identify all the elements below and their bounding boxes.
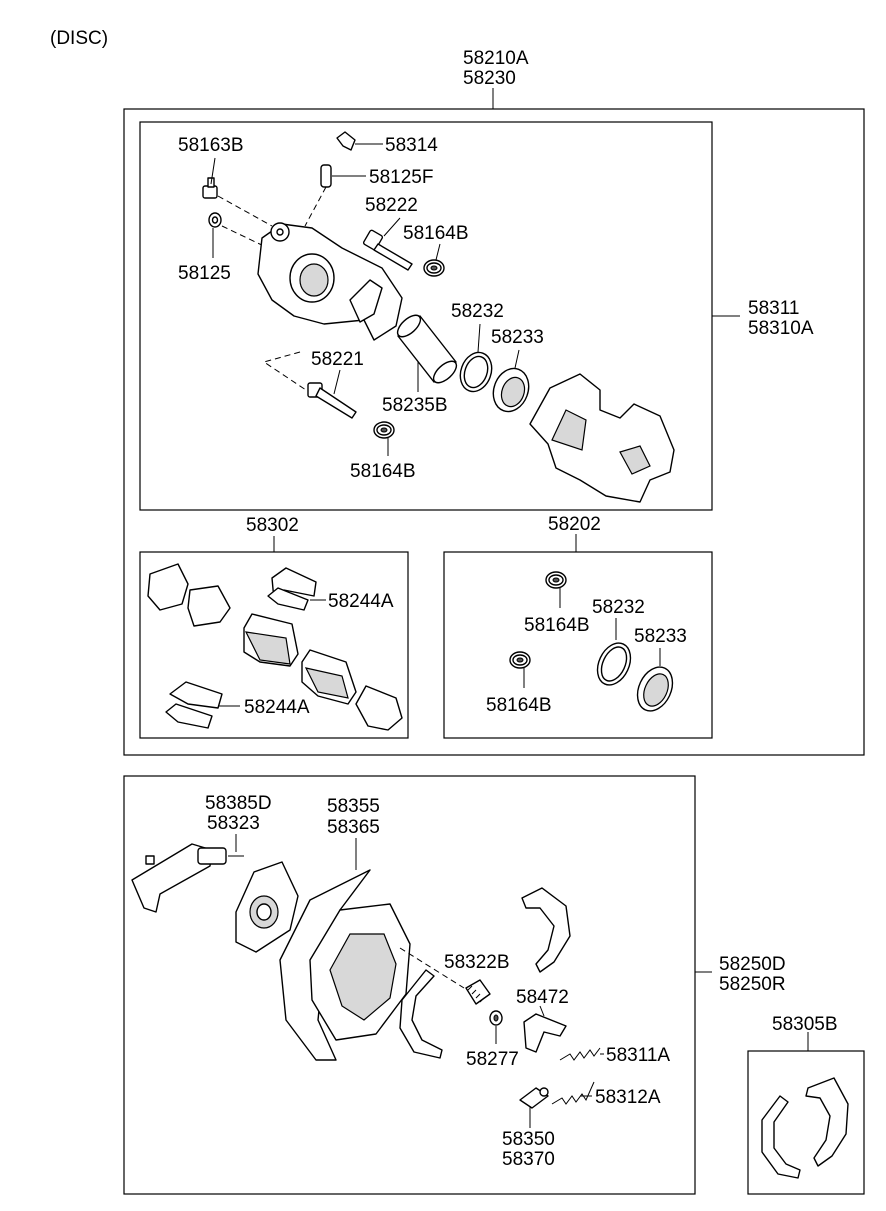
bleeder-58125f-drawing [304,164,366,227]
label-assy-2: 58230 [463,68,516,89]
shoe-upper-drawing [521,887,571,973]
label-brake-2: 58250R [719,974,786,995]
label-washer: 58125 [178,263,231,284]
kit-ring-drawing [596,618,632,686]
label-caliper-2: 58310A [748,318,814,339]
label-kit-ring: 58232 [592,597,645,618]
label-clip: 58314 [385,135,438,156]
label-bleeder: 58125F [369,167,433,188]
label-lever-1: 58385D [205,793,272,814]
label-kit-boot-1: 58164B [524,615,590,636]
spring-58322b-drawing [399,947,491,1005]
label-seal-kit: 58202 [548,514,601,535]
pin-58222-drawing [362,217,413,271]
label-kit-boot-2: 58164B [486,695,552,716]
label-assy-1: 58210A [463,48,529,69]
pin-58221-drawing [262,351,357,419]
ring-58232-drawing [459,323,493,393]
label-pin-top: 58222 [365,195,418,216]
backing-plate-58355-drawing [279,838,411,1061]
boot-58164b-bottom-drawing [373,421,395,456]
label-spring-a: 58311A [606,1045,670,1066]
bolt-58163b-drawing [202,157,273,227]
label-seal: 58233 [491,327,544,348]
label-shoe-kit: 58305B [772,1014,838,1035]
shoe-lower-drawing [399,969,443,1059]
label-spring-b: 58322B [444,952,510,973]
label-bolt: 58163B [178,135,244,156]
label-shim-lower: 58244A [244,697,310,718]
label-spring-c: 58312A [595,1087,661,1108]
label-adjuster: 58472 [516,987,569,1008]
spring-58312a-drawing [551,1081,595,1105]
kit-boot-1-drawing [545,571,567,608]
seal-58233-drawing [492,349,530,413]
pad-kit-drawing [147,563,403,731]
caliper-housing-drawing [257,222,403,341]
label-pin-2: 58370 [502,1149,555,1170]
shim-58244a-lower-drawing [165,681,240,729]
pin-58350-drawing [519,1087,549,1128]
shoe-kit-box [747,1050,865,1195]
boot-58164b-top-drawing [423,243,445,277]
adapter-plate-drawing [235,861,299,953]
piston-58235b-drawing [396,314,458,392]
caliper-bracket-drawing [529,373,675,503]
washer-58125-drawing [208,212,269,258]
cup-58277-drawing [489,1010,503,1044]
diagram-title: (DISC) [50,28,108,49]
label-caliper-1: 58311 [748,298,799,319]
label-pin-1: 58350 [502,1129,555,1150]
adjuster-58472-drawing [523,1005,567,1053]
label-boot-bottom: 58164B [350,461,416,482]
label-piston: 58235B [382,395,448,416]
caliper-assembly-frame [123,108,865,756]
shim-58244a-upper-drawing [267,567,326,611]
seal-kit-box [443,551,713,739]
kit-boot-2-drawing [509,651,531,688]
label-plate-2: 58365 [327,817,380,838]
label-kit-seal: 58233 [634,626,687,647]
clip-58314-drawing [336,131,383,151]
lever-58385d-drawing [131,834,244,913]
label-boot-top: 58164B [403,223,469,244]
label-pin-bottom: 58221 [311,349,364,370]
label-shim-upper: 58244A [328,591,394,612]
kit-seal-drawing [636,648,674,712]
shoe-kit-drawing [761,1077,849,1179]
label-plate-1: 58355 [327,796,380,817]
label-pad-kit: 58302 [246,515,299,536]
spring-58311a-drawing [559,1047,604,1061]
label-brake-1: 58250D [719,954,786,975]
label-ring: 58232 [451,301,504,322]
label-cup: 58277 [466,1049,519,1070]
label-lever-2: 58323 [207,813,260,834]
parking-brake-box [123,775,696,1195]
